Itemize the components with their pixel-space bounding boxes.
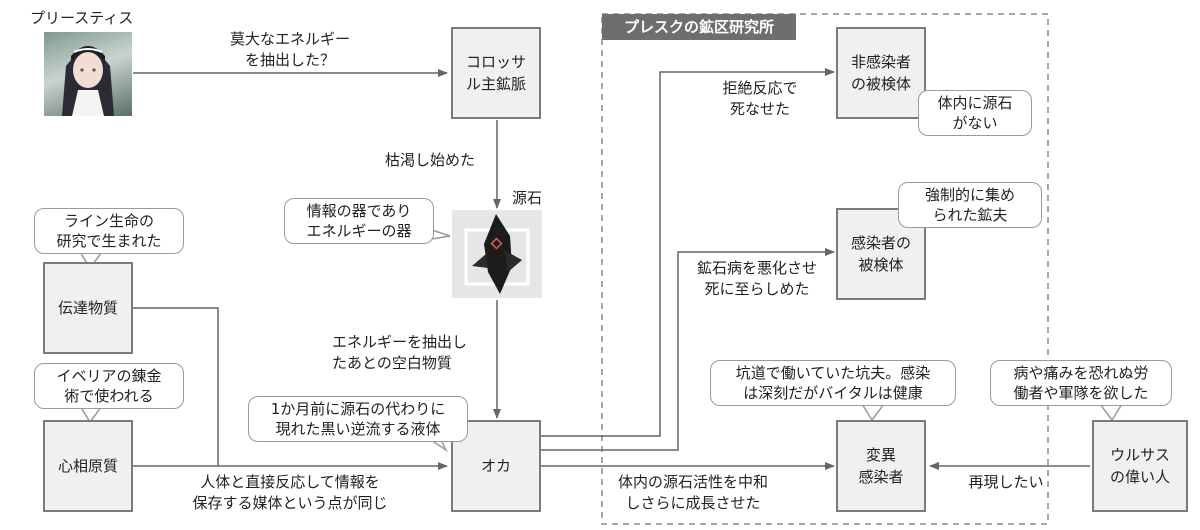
originium-crystal-image: [452, 210, 542, 298]
edge-label-neutralize-grow: 体内の源石活性を中和 しさらに成長させた: [617, 473, 768, 512]
bubble-oka-note: 1か月前に源石の代わりに 現れた黒い逆流する液体: [248, 396, 468, 442]
priestess-portrait: [44, 32, 132, 116]
node-ursus-leader: ウルサス の偉い人: [1092, 420, 1188, 512]
edge-label-worsen-death: 鉱石病を悪化させ 死に至らしめた: [696, 259, 817, 298]
node-oka: オカ: [451, 420, 541, 512]
node-uninfected-subject: 非感染者 の被検体: [836, 27, 926, 119]
edge-label-rejection-death: 拒絶反応で 死なせた: [722, 79, 798, 118]
edge-label-want-reproduce: 再現したい: [968, 473, 1044, 491]
edge-label-extract-energy: 莫大なエネルギー を抽出した？: [229, 30, 350, 69]
node-priestess-name: プリースティス: [30, 9, 134, 27]
bubble-psyche-note: イベリアの錬金 術で使われる: [34, 363, 184, 409]
originium-crystal-illustration: [464, 214, 530, 294]
node-psyche: 心相原質: [43, 420, 133, 512]
bubble-tail-mutant: [860, 403, 886, 422]
bubble-carrier-note: ライン生命の 研究で生まれた: [34, 208, 184, 254]
edge-carrier-to-oka: [133, 307, 219, 466]
research-lab-region-border: [601, 13, 1049, 525]
node-originium-label: 源石: [512, 189, 543, 207]
bubble-tail-ursus: [1098, 403, 1124, 422]
edge-oka-to-infected: [541, 248, 835, 451]
bubble-uninfected-note: 体内に源石 がない: [918, 90, 1032, 136]
priestess-portrait-illustration: [62, 46, 114, 116]
research-lab-region-title: プレスクの鉱区研究所: [602, 14, 796, 40]
bubble-originium-note: 情報の器であり エネルギーの器: [284, 198, 434, 244]
node-colossal-vein: コロッサ ル主鉱脈: [451, 27, 541, 119]
edge-oka-to-uninfected: [541, 68, 835, 437]
edge-label-same-medium: 人体と直接反応して情報を 保存する媒体という点が同じ: [192, 473, 388, 512]
bubble-mutant-note: 坑道で働いていた坑夫。感染 は深刻だがバイタルは健康: [710, 360, 956, 406]
bubble-infected-note: 強制的に集め られた鉱夫: [898, 182, 1042, 228]
bubble-ursus-note: 病や痛みを恐れぬ労 働者や軍隊を欲した: [990, 360, 1172, 406]
edge-label-depleting: 枯渇し始めた: [384, 151, 475, 169]
node-carrier: 伝達物質: [43, 262, 133, 354]
node-mutant-infected: 変異 感染者: [836, 420, 926, 512]
edge-label-blank-matter: エネルギーを抽出し たあとの空白物質: [332, 333, 468, 372]
